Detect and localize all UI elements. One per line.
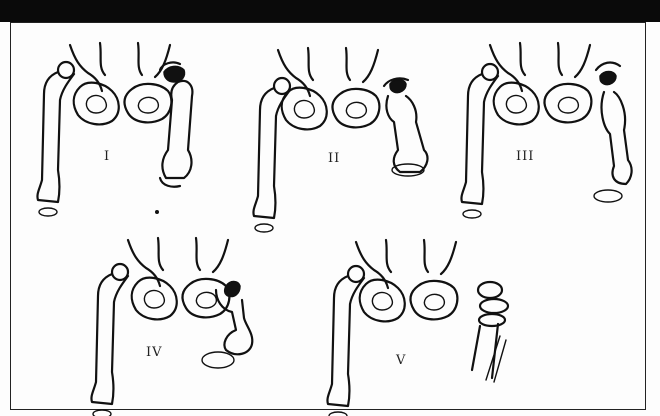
panel-5: V <box>327 240 508 416</box>
panel-label-4: IV <box>146 345 163 360</box>
panel-3: III <box>461 43 631 218</box>
panel-2: II <box>253 48 427 232</box>
panel-label-1: I <box>104 149 110 164</box>
panel-label-5: V <box>395 353 406 368</box>
panel-label-3: III <box>516 149 534 164</box>
panel-4: IV <box>91 238 252 416</box>
panel-1: I <box>37 43 192 216</box>
panel-label-2: II <box>328 151 340 166</box>
stray-mark <box>155 210 159 214</box>
